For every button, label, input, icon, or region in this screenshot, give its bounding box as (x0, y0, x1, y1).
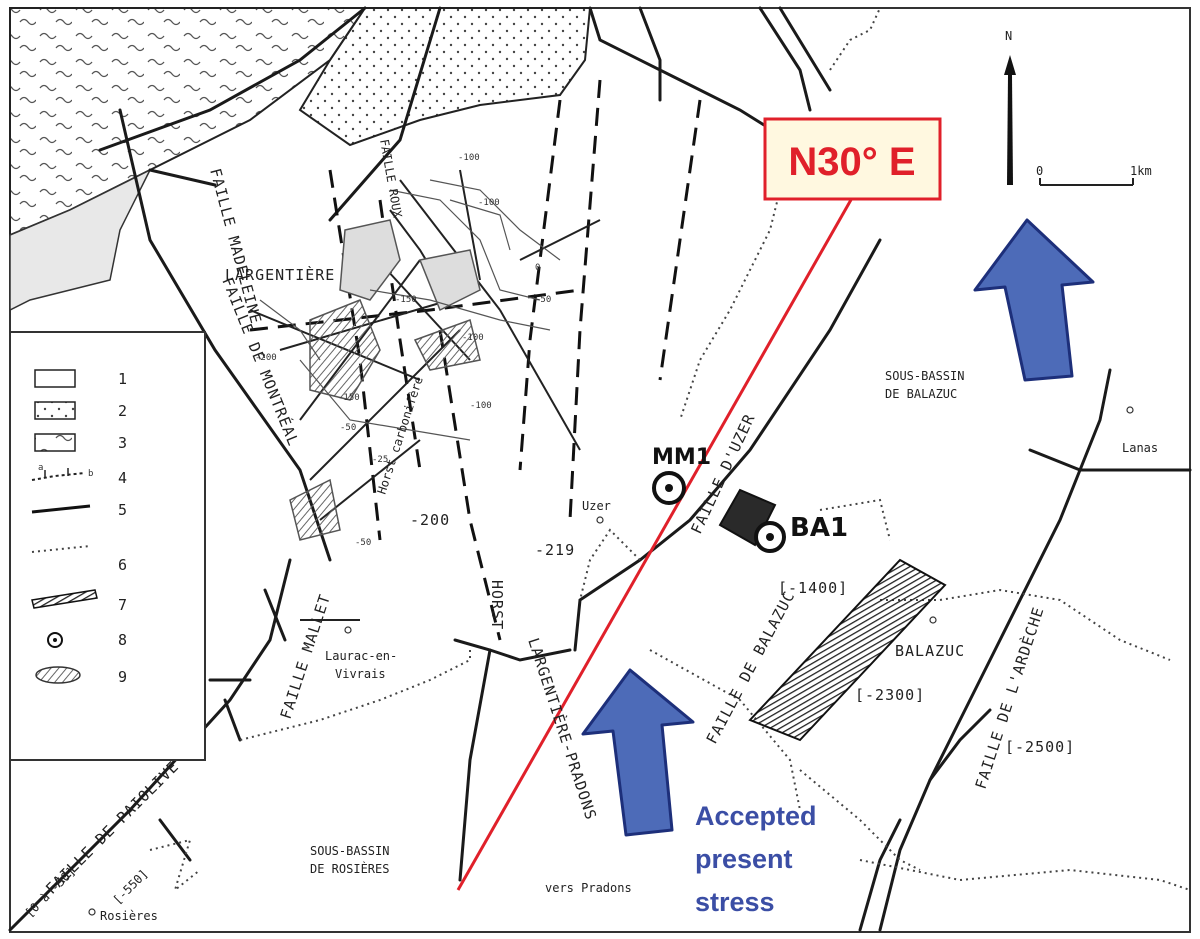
legend-swatch-7 (31, 589, 98, 609)
place-balazuc: BALAZUC (895, 642, 965, 660)
sub-basin-balazuc-line1: SOUS-BASSIN (885, 369, 964, 383)
legend-label-4: 4 (118, 469, 128, 487)
scale-bar: 0 1km (1036, 164, 1152, 186)
well-ba1-label: BA1 (790, 513, 848, 543)
legend-swatch-9 (35, 666, 81, 684)
place-vers-pradons: vers Pradons (545, 881, 632, 895)
legend-swatch-2 (34, 401, 76, 420)
contour-labels: -100 -100 0 -50 -150 -100 -100 -200 -150… (255, 153, 551, 548)
contour-label: -50 (535, 295, 551, 305)
legend-label-8: 8 (118, 631, 128, 649)
stress-label-line3: stress (695, 887, 775, 917)
legend-label-7: 7 (118, 596, 128, 614)
place-laurac-line2: Vivrais (335, 667, 386, 681)
legend-swatch-5 (31, 504, 91, 514)
direction-label: N30° E (788, 140, 915, 184)
place-lanas: Lanas (1122, 441, 1158, 455)
contour-label: -50 (355, 538, 371, 548)
contour-label: -100 (478, 198, 500, 208)
north-arrow: N (1004, 29, 1016, 185)
well-ba1: BA1 (754, 513, 848, 553)
place-laurac-line1: Laurac-en- (325, 649, 397, 663)
place-rosieres: Rosières (100, 909, 158, 923)
stress-arrow-icon (973, 218, 1095, 382)
dotted-terrain (298, 7, 592, 147)
sub-basin-rosieres-line2: DE ROSIÈRES (310, 861, 389, 876)
legend-label-9: 9 (118, 668, 128, 686)
legend-swatch-4 (31, 472, 86, 481)
place-largentiere: LARGENTIÈRE (225, 265, 335, 284)
well-mm1: MM1 (652, 445, 711, 505)
horst-label-line1: HORST (488, 580, 506, 630)
n30e-direction-line (456, 197, 854, 891)
legend-label-3: 3 (118, 434, 128, 452)
legend: a b 1 2 3 4 5 6 7 8 9 (9, 331, 206, 761)
contour-label: -150 (338, 393, 360, 403)
legend-sub-a: a (38, 463, 43, 473)
depth-200: -200 (410, 511, 450, 529)
contour-label: -100 (458, 153, 480, 163)
village-symbols (88, 406, 1134, 916)
legend-swatch-1 (34, 369, 76, 388)
depth-2500: [-2500] (1005, 738, 1075, 756)
dashed-faults (249, 79, 702, 641)
balazuc-hatched-block (748, 558, 947, 742)
north-letter: N (1005, 29, 1012, 43)
well-mm1-label: MM1 (652, 445, 711, 470)
legend-swatch-6 (31, 545, 91, 553)
contour-label: -25 (372, 455, 388, 465)
depth-1400: [-1400] (778, 579, 848, 597)
place-uzer: Uzer (582, 499, 611, 513)
contour-label: -100 (470, 401, 492, 411)
scale-start: 0 (1036, 164, 1043, 178)
legend-sub-b: b (88, 469, 93, 479)
legend-swatch-3 (34, 433, 76, 452)
sub-basin-balazuc-line2: DE BALAZUC (885, 387, 957, 401)
legend-label-6: 6 (118, 556, 128, 574)
stress-label-line1: Accepted (695, 801, 817, 831)
depth-219: -219 (535, 541, 575, 559)
fault-lines (8, 6, 1192, 932)
grey-band (9, 168, 152, 312)
ore-bodies (289, 219, 481, 541)
stress-label: Accepted present stress (695, 801, 817, 917)
depth-2300: [-2300] (855, 686, 925, 704)
north-arrow-icon (1004, 55, 1016, 75)
scale-end: 1km (1130, 164, 1152, 178)
map-frame (9, 7, 1191, 933)
contour-label: -100 (462, 333, 484, 343)
legend-label-2: 2 (118, 402, 128, 420)
legend-label-1: 1 (118, 370, 128, 388)
place-labels: LARGENTIÈRE Uzer Laurac-en- Vivrais BALA… (100, 265, 1158, 923)
legend-label-5: 5 (118, 501, 128, 519)
contour-label: -150 (395, 295, 417, 305)
stress-arrow-icon (581, 668, 695, 837)
stress-label-line2: present (695, 844, 793, 874)
contour-label: -200 (255, 353, 277, 363)
direction-label-box: N30° E (763, 117, 942, 201)
contour-label: -50 (340, 423, 356, 433)
stress-arrows (581, 218, 1095, 837)
contour-label: 0 (535, 263, 540, 273)
sub-basin-rosieres-line1: SOUS-BASSIN (310, 844, 389, 858)
contour-lines (259, 179, 561, 441)
